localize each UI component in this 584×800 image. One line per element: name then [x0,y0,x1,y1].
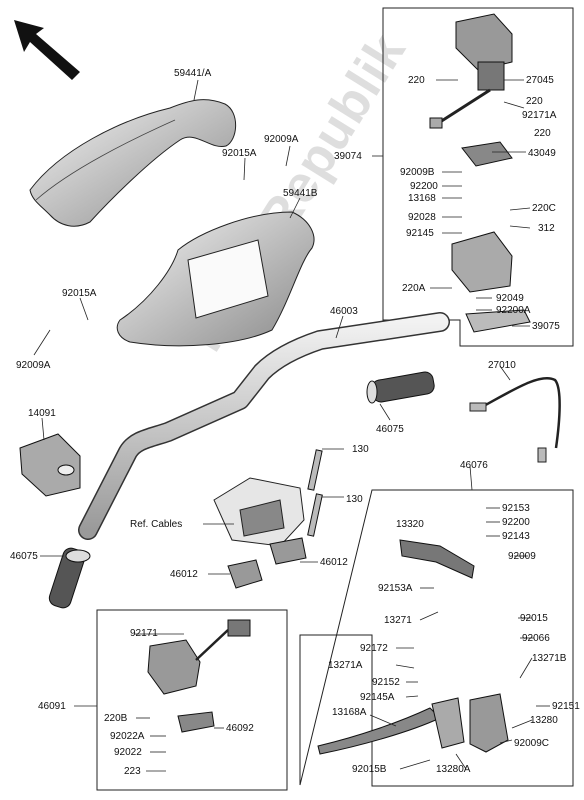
clamp-46012-right [269,537,307,565]
label-46012-left: 46012 [170,569,198,580]
left-switch-housing [147,639,201,695]
label-92152: 92152 [372,677,400,688]
label-92015: 92015 [520,613,548,624]
label-92022: 92022 [114,747,142,758]
leader-lines [33,79,550,772]
label-92171a: 92171A [522,110,557,121]
label-43049: 43049 [528,148,556,159]
label-92200-bottom: 92200 [502,517,530,528]
upper-handlebar-cover [29,99,237,227]
label-92009c: 92009C [514,738,550,749]
switch-base-lower [451,231,513,293]
label-92009a-left: 92009A [16,360,51,371]
label-46075-left: 46075 [10,551,38,562]
label-92009b: 92009B [400,167,435,178]
lower-handlebar-cover [116,211,315,347]
label-27045: 27045 [526,75,554,86]
frame-lever-group [299,489,574,787]
label-13320: 13320 [396,519,424,530]
label-ref-cables: Ref. Cables [130,519,183,530]
part-46092 [177,711,215,733]
label-220a: 220A [402,283,426,294]
bolt-130-upper [307,449,323,491]
label-92015b: 92015B [352,764,387,775]
label-39075: 39075 [532,321,560,332]
label-39074: 39074 [334,151,362,162]
label-220-a: 220 [408,75,425,86]
label-220-b: 220 [526,96,543,107]
label-92049: 92049 [496,293,524,304]
label-46012-right: 46012 [320,557,348,568]
left-switch-connector [195,619,251,661]
label-13271: 13271 [384,615,412,626]
label-92171: 92171 [130,628,158,639]
label-130-upper: 130 [352,444,369,455]
frame-right-switch-group [382,7,574,347]
label-46003: 46003 [330,306,358,317]
label-92200a-right: 92200A [496,305,531,316]
label-92009a-top: 92009A [264,134,299,145]
label-130-lower: 130 [346,494,363,505]
label-13168a: 13168A [332,707,367,718]
label-223: 223 [124,766,141,777]
label-13280: 13280 [530,715,558,726]
switch-27045 [477,61,505,91]
label-59441a: 59441/A [174,68,212,79]
label-92015a-left: 92015A [62,288,97,299]
label-14091: 14091 [28,408,56,419]
label-92153: 92153 [502,503,530,514]
clamp-46012-left [227,559,263,589]
bolt-130-lower [307,493,323,537]
label-92009: 92009 [508,551,536,562]
label-92143: 92143 [502,531,530,542]
part-43049 [461,141,513,167]
label-27010: 27010 [488,360,516,371]
label-92066: 92066 [522,633,550,644]
label-92172: 92172 [360,643,388,654]
label-13168: 13168 [408,193,436,204]
throttle-cable [469,377,561,463]
bracket-13280 [469,693,509,753]
label-46092: 46092 [226,723,254,734]
label-59441b: 59441B [283,188,318,199]
right-switch-housing-top [455,13,513,71]
direction-arrow-icon [14,20,80,80]
bracket-13280A [431,697,465,749]
frame-left-switch-group [96,609,288,791]
label-92145a: 92145A [360,692,395,703]
label-312: 312 [538,223,555,234]
part-39075 [465,309,531,333]
label-46091: 46091 [38,701,66,712]
label-220b: 220B [104,713,128,724]
label-92145: 92145 [406,228,434,239]
switch-wire [429,88,491,129]
label-13280a: 13280A [436,764,471,775]
label-92200-right: 92200 [410,181,438,192]
label-92151: 92151 [552,701,580,712]
end-cap-14091 [19,433,81,497]
clutch-lever-13320 [399,539,475,579]
label-220-c: 220 [534,128,551,139]
left-grip [48,547,91,609]
label-46075-right: 46075 [376,424,404,435]
label-92022a: 92022A [110,731,145,742]
handlebar-tube [78,312,450,540]
label-92153a: 92153A [378,583,413,594]
label-13271b: 13271B [532,653,567,664]
label-220c: 220C [532,203,556,214]
label-92015a-top: 92015A [222,148,257,159]
cable-guide-bracket [213,477,305,547]
label-13271a: 13271A [328,660,363,671]
label-92028: 92028 [408,212,436,223]
label-46076: 46076 [460,460,488,471]
right-grip [366,371,435,404]
